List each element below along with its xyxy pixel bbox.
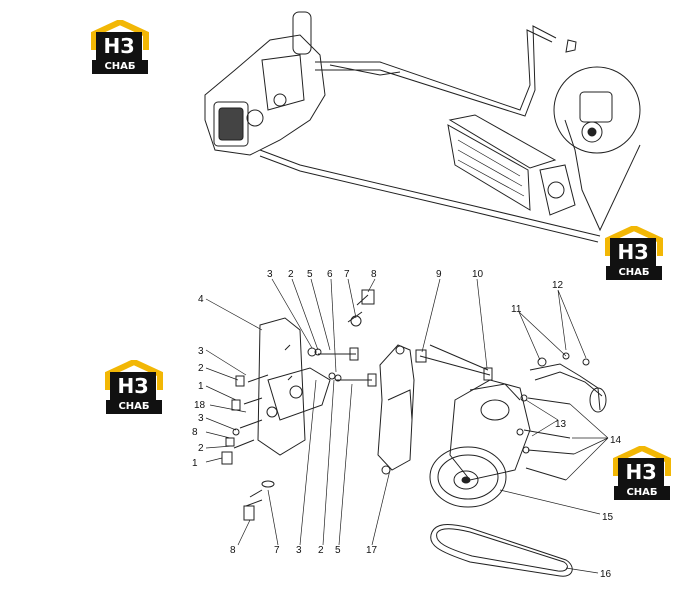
logo-roof-icon — [91, 20, 149, 50]
callout-7: 7 — [344, 269, 350, 280]
logo-roof-icon — [613, 446, 671, 476]
tensioner-bracket — [377, 344, 415, 471]
callout-10: 10 — [472, 269, 484, 280]
callout-3: 3 — [198, 413, 204, 424]
callout-1: 1 — [198, 381, 204, 392]
callout-8: 8 — [230, 545, 236, 556]
refrigerant-line-1 — [315, 29, 553, 111]
engine-block — [204, 34, 326, 156]
compressor-pulley — [429, 446, 507, 508]
callout-12: 12 — [552, 280, 564, 291]
callout-16: 16 — [600, 569, 612, 580]
logo-sub-text: СНАБ — [106, 400, 162, 414]
callout-6: 6 — [327, 269, 333, 280]
callout-3: 3 — [267, 269, 273, 280]
logo-roof-icon — [105, 360, 163, 390]
logo-sub-text: СНАБ — [92, 60, 148, 74]
nz-snab-logo: НЗ СНАБ — [604, 226, 668, 282]
callout-2: 2 — [318, 545, 324, 556]
callout-2: 2 — [288, 269, 294, 280]
callout-8: 8 — [192, 427, 198, 438]
nz-snab-logo: НЗ СНАБ — [612, 446, 676, 502]
callout-5: 5 — [335, 545, 341, 556]
condenser — [447, 114, 576, 216]
logo-roof-icon — [605, 226, 663, 256]
bottom-exploded-view — [221, 289, 607, 577]
callout-2: 2 — [198, 443, 204, 454]
callout-2: 2 — [198, 363, 204, 374]
top-assembly-drawing — [204, 11, 641, 243]
nz-snab-logo: НЗ СНАБ — [90, 20, 154, 76]
logo-brand-text: НЗ — [610, 238, 656, 266]
callout-3: 3 — [296, 545, 302, 556]
callout-11: 11 — [511, 304, 522, 315]
logo-brand-text: НЗ — [96, 32, 142, 60]
callout-3: 3 — [198, 346, 204, 357]
compressor-bracket — [257, 317, 306, 456]
compressor-detail-inset — [553, 66, 641, 154]
nz-snab-logo: НЗ СНАБ — [104, 360, 168, 416]
callout-14: 14 — [610, 435, 622, 446]
callout-4: 4 — [198, 294, 204, 305]
callout-9: 9 — [436, 269, 442, 280]
logo-brand-text: НЗ — [110, 372, 156, 400]
callout-18: 18 — [194, 400, 206, 411]
leader-lines — [205, 278, 609, 574]
logo-sub-text: СНАБ — [606, 266, 662, 280]
callout-13: 13 — [555, 419, 567, 430]
callout-7: 7 — [274, 545, 280, 556]
callout-8: 8 — [371, 269, 377, 280]
logo-sub-text: СНАБ — [614, 486, 670, 500]
callout-labels: 3 2 5 6 7 8 4 3 2 1 18 3 8 2 1 8 7 3 2 5… — [192, 269, 622, 580]
logo-brand-text: НЗ — [618, 458, 664, 486]
callout-1: 1 — [192, 458, 198, 469]
callout-17: 17 — [366, 545, 378, 556]
callout-15: 15 — [602, 512, 614, 523]
drive-belt — [430, 524, 573, 577]
callout-5: 5 — [307, 269, 313, 280]
